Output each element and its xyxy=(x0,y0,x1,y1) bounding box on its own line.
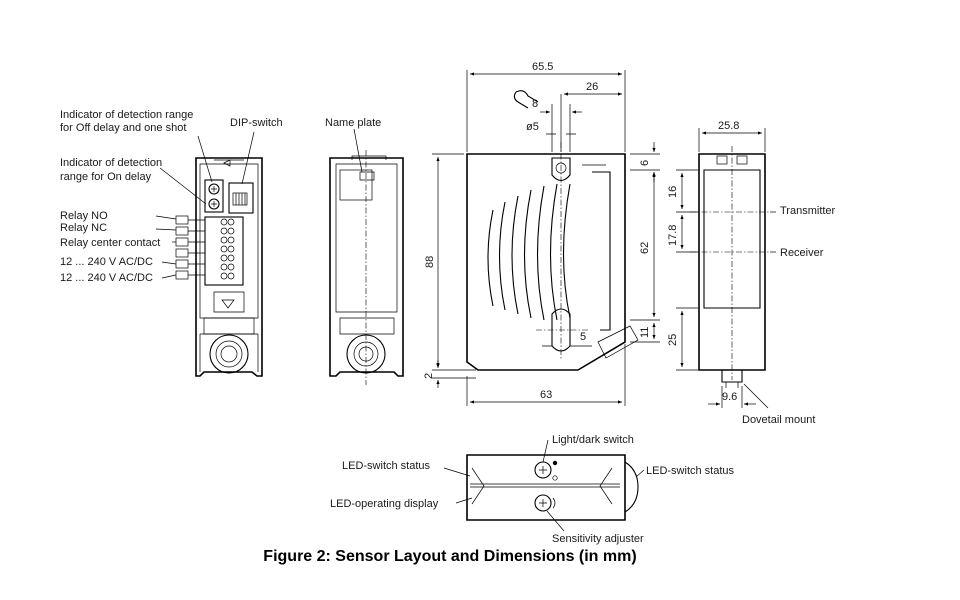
label-range-on-1: Indicator of detection xyxy=(60,157,162,169)
label-light-dark: Light/dark switch xyxy=(552,434,634,446)
side-view-dimensions xyxy=(432,70,660,406)
dim-11: 11 xyxy=(639,327,651,338)
label-dip-switch: DIP-switch xyxy=(230,117,283,129)
front-view-dimensions xyxy=(676,128,776,409)
label-receiver: Receiver xyxy=(780,247,824,259)
label-sensitivity: Sensitivity adjuster xyxy=(552,533,644,545)
top-view xyxy=(466,454,639,521)
name-plate-view xyxy=(329,128,404,385)
label-range-off-1: Indicator of detection range xyxy=(60,109,193,121)
dim-62: 62 xyxy=(639,242,651,254)
dim-63: 63 xyxy=(540,389,552,401)
dim-16: 16 xyxy=(667,186,679,198)
label-led-operating: LED-operating display xyxy=(330,498,439,510)
terminal-leaders xyxy=(155,131,255,279)
terminal-view xyxy=(175,157,263,377)
label-name-plate: Name plate xyxy=(325,117,381,129)
label-relay-nc: Relay NC xyxy=(60,222,107,234)
dim-wrench-8: 8 xyxy=(532,98,538,110)
top-view-leaders xyxy=(443,439,645,532)
side-view xyxy=(466,90,639,371)
label-range-on-2: range for On delay xyxy=(60,171,152,183)
label-transmitter: Transmitter xyxy=(780,205,836,217)
dim-88: 88 xyxy=(424,256,436,268)
figure-caption: Figure 2: Sensor Layout and Dimensions (… xyxy=(263,548,637,565)
dim-17-8: 17.8 xyxy=(667,225,679,246)
label-supply-2: 12 ... 240 V AC/DC xyxy=(60,272,153,284)
label-led-switch-right: LED-switch status xyxy=(646,465,735,477)
dim-slot-5: 5 xyxy=(580,331,586,343)
dim-65-5: 65.5 xyxy=(532,61,553,73)
front-view xyxy=(690,146,770,388)
label-dovetail: Dovetail mount xyxy=(742,414,815,426)
dim-hole-5: ø5 xyxy=(526,121,539,133)
label-range-off-2: for Off delay and one shot xyxy=(60,122,186,134)
dim-25: 25 xyxy=(667,334,679,346)
label-supply-1: 12 ... 240 V AC/DC xyxy=(60,256,153,268)
dim-2: 2 xyxy=(423,373,435,379)
dim-6: 6 xyxy=(639,160,651,166)
label-relay-no: Relay NO xyxy=(60,210,108,222)
dim-9-6: 9.6 xyxy=(722,391,737,403)
label-led-switch-left: LED-switch status xyxy=(342,460,431,472)
dim-25-8: 25.8 xyxy=(718,120,739,132)
dim-26: 26 xyxy=(586,81,598,93)
label-relay-center: Relay center contact xyxy=(60,237,160,249)
